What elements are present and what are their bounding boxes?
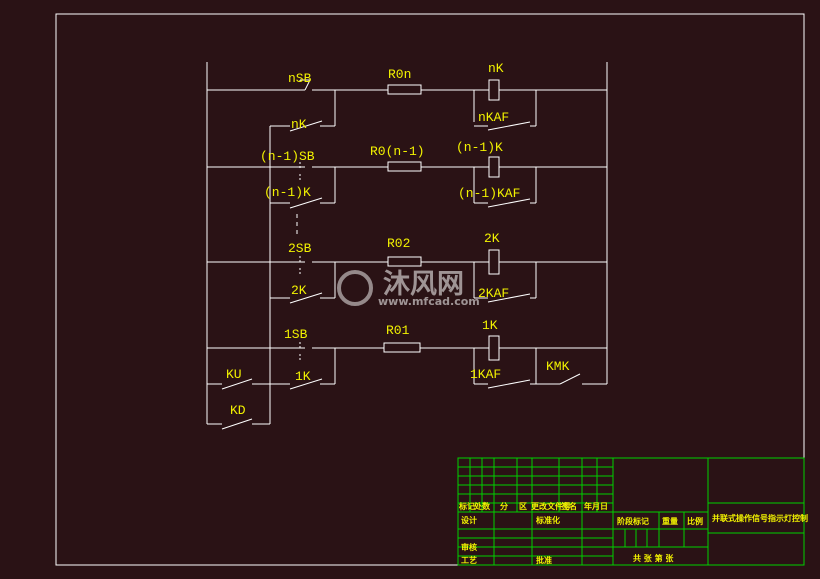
tb-review: 审核 (461, 542, 477, 552)
tb-row1-div: 分 (500, 501, 508, 511)
tb-stage-mark: 阶段标记 (617, 516, 649, 526)
label-nk-contact: nK (291, 117, 307, 132)
label-2k-coil: 2K (484, 231, 500, 246)
label-2kaf: 2KAF (478, 286, 509, 301)
label-1k-coil: 1K (482, 318, 498, 333)
tb-drawing-title: 并联式操作信号指示灯控制 (712, 513, 808, 523)
tb-row1-zone: 区 (519, 502, 527, 511)
label-1kaf: 1KAF (470, 367, 501, 382)
tb-scale: 比例 (687, 516, 703, 526)
coil-nk (488, 79, 500, 101)
label-nsb: nSB (288, 71, 312, 86)
coil-2k (488, 249, 500, 275)
label-2sb: 2SB (288, 241, 312, 256)
rung-2 (207, 249, 607, 304)
label-n1kaf: (n-1)KAF (458, 186, 520, 201)
label-nkaf: nKAF (478, 110, 509, 125)
drawing-border (55, 13, 805, 566)
tb-row1-count: 处数 (473, 501, 491, 511)
resistor-ro2 (387, 256, 422, 267)
label-ku: KU (226, 367, 242, 382)
rung-1 (207, 335, 607, 430)
resistor-ron (387, 84, 422, 95)
label-1sb: 1SB (284, 327, 308, 342)
tb-weight: 重量 (662, 516, 678, 526)
title-block (457, 457, 805, 566)
watermark: 沐风网 www.mfcad.com (337, 269, 480, 308)
label-ro-n1: R0(n-1) (370, 144, 425, 159)
label-kd: KD (230, 403, 246, 418)
coil-n1k (488, 156, 500, 178)
label-2k-contact: 2K (291, 283, 307, 298)
tb-row1-date: 年月日 (584, 501, 608, 511)
tb-row1-mark: 标记 (458, 501, 475, 511)
tb-design: 设计 (461, 515, 477, 525)
rung-n (207, 79, 607, 424)
tb-row1-change-doc: 更改文件号 (531, 501, 571, 511)
tb-standardization: 标准化 (535, 515, 560, 525)
label-ro1: R01 (386, 323, 410, 338)
resistor-ro1 (383, 342, 421, 353)
label-nk-coil: nK (488, 61, 504, 76)
label-ro2: R02 (387, 236, 410, 251)
tb-approve: 批准 (536, 555, 552, 565)
label-1k-contact: 1K (295, 369, 311, 384)
tb-process: 工艺 (461, 555, 477, 565)
rung-n-1 (207, 156, 607, 238)
resistor-ro-n1 (387, 161, 422, 172)
label-kmk: KMK (546, 359, 570, 374)
tb-sheets: 共 张 第 张 (633, 553, 674, 563)
watermark-logo-icon (337, 270, 373, 306)
coil-1k (488, 335, 500, 361)
label-ron: R0n (388, 67, 411, 82)
watermark-url: www.mfcad.com (378, 295, 480, 308)
tb-row1-sign: 签名 (560, 501, 577, 511)
label-n1k-contact: (n-1)K (264, 185, 311, 200)
watermark-brand: 沐风网 (383, 269, 464, 300)
label-n1sb: (n-1)SB (260, 149, 315, 164)
label-n1k-coil: (n-1)K (456, 140, 503, 155)
